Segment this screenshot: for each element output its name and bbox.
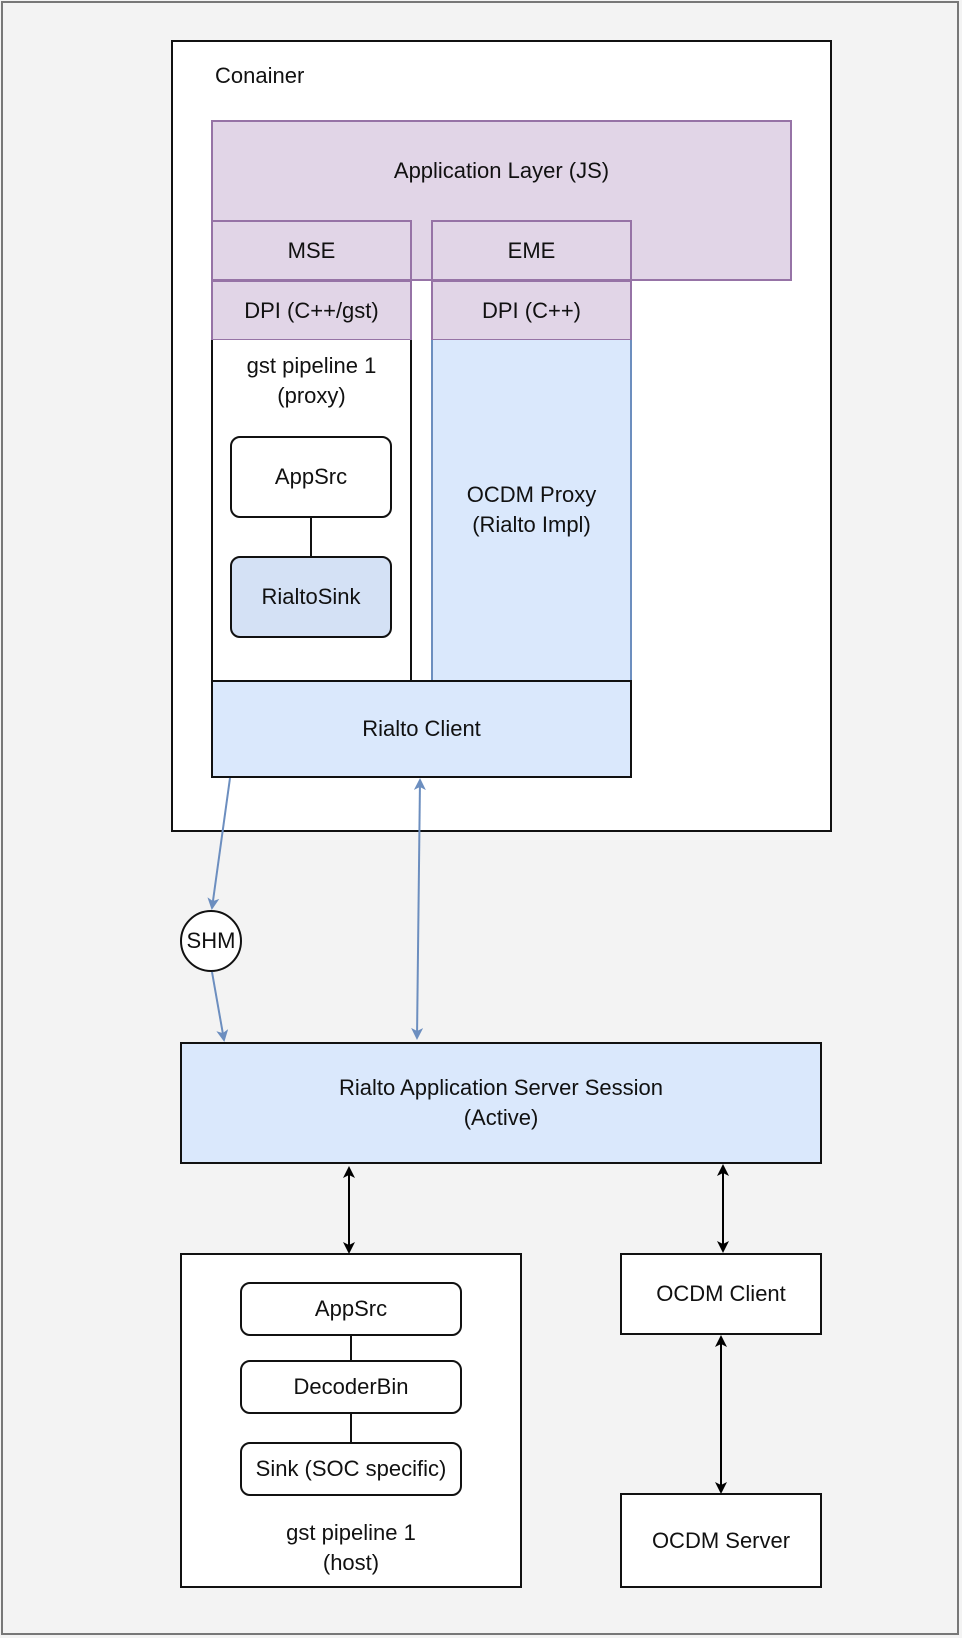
rialto-client-box: Rialto Client [211,680,632,778]
dpi-cpp-box: DPI (C++) [431,280,632,341]
ocdm-client-box: OCDM Client [620,1253,822,1335]
server-session-box: Rialto Application Server Session (Activ… [180,1042,822,1164]
eme-box: EME [431,220,632,281]
client-server-arrow [411,778,426,1040]
ocdm-server-box: OCDM Server [620,1493,822,1588]
shm-to-server-arrow [211,971,229,1042]
dpi-gst-box: DPI (C++/gst) [211,280,412,341]
client-to-shm-arrow [207,777,231,910]
host-appsrc-box: AppSrc [240,1282,462,1336]
ocdm-proxy-box: OCDM Proxy (Rialto Impl) [431,340,632,682]
shm-circle: SHM [180,910,242,972]
proxy-appsrc-box: AppSrc [230,436,392,518]
container-label: Conainer [215,63,305,88]
decoderbin-box: DecoderBin [240,1360,462,1414]
soc-sink-box: Sink (SOC specific) [240,1442,462,1496]
mse-box: MSE [211,220,412,281]
rialto-sink-box: RialtoSink [230,556,392,638]
